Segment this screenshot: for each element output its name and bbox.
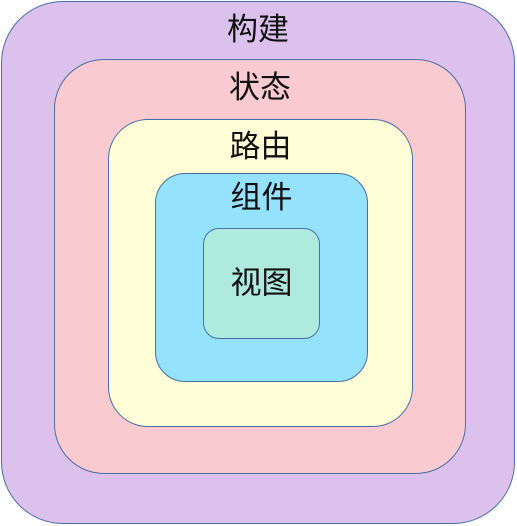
layer-build-label: 构建 bbox=[227, 12, 289, 48]
layer-state-label: 状态 bbox=[229, 70, 291, 106]
layer-component-label: 组件 bbox=[230, 180, 293, 216]
layer-route-label: 路由 bbox=[229, 129, 292, 165]
layer-view-label: 视图 bbox=[230, 265, 293, 301]
layer-view: 视图 bbox=[203, 228, 320, 339]
